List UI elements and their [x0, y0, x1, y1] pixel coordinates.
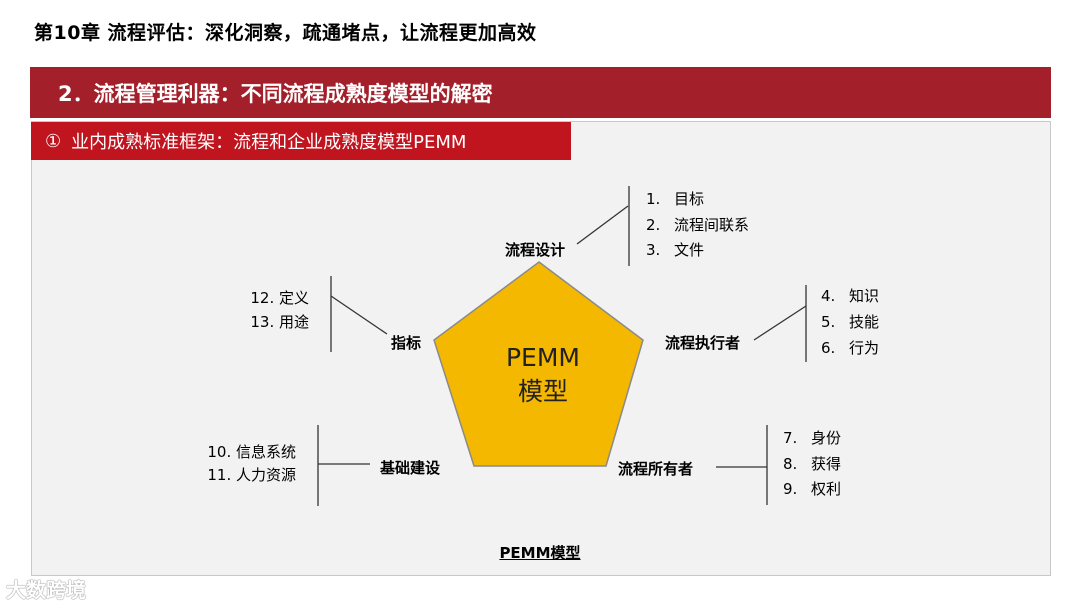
- performer-item: 4.知识: [821, 287, 880, 305]
- chapter-title: 第10章 流程评估：深化洞察，疏通堵点，让流程更加高效: [34, 22, 537, 44]
- infrastructure-item: 11. 人力资源: [207, 466, 296, 484]
- design-item: 3.文件: [646, 241, 705, 259]
- design-connector: [576, 205, 629, 245]
- metrics-connector: [330, 295, 388, 335]
- pentagon-label-line1: PEMM: [505, 343, 580, 372]
- section-banner: 2．流程管理利器：不同流程成熟度模型的解密: [30, 67, 1051, 118]
- node-label-metrics: 指标: [391, 334, 422, 352]
- metrics-item: 12. 定义: [250, 289, 309, 307]
- performer-connector: [753, 305, 807, 341]
- pentagon-label: PEMM 模型: [468, 341, 618, 409]
- pentagon-shape: [433, 261, 644, 467]
- section-title: 2．流程管理利器：不同流程成熟度模型的解密: [58, 81, 493, 106]
- sub-banner: ① 业内成熟标准框架：流程和企业成熟度模型PEMM: [31, 122, 571, 160]
- owner-item: 7.身份: [783, 429, 842, 447]
- metrics-item: 13. 用途: [250, 313, 309, 331]
- diagram-caption: PEMM模型: [0, 542, 1080, 563]
- owner-item: 8.获得: [783, 455, 842, 473]
- design-item: 2.流程间联系: [646, 216, 750, 234]
- caption-text: PEMM模型: [499, 544, 581, 562]
- node-label-owner: 流程所有者: [618, 460, 694, 478]
- performer-item: 5.技能: [821, 313, 880, 331]
- sub-title: 业内成熟标准框架：流程和企业成熟度模型PEMM: [71, 132, 467, 153]
- node-label-design: 流程设计: [505, 241, 566, 259]
- design-item: 1.目标: [646, 190, 705, 208]
- node-label-performer: 流程执行者: [665, 334, 741, 352]
- infrastructure-item: 10. 信息系统: [207, 443, 296, 461]
- performer-item: 6.行为: [821, 339, 880, 357]
- pentagon-label-line2: 模型: [517, 377, 568, 406]
- node-label-infrastructure: 基础建设: [380, 459, 441, 477]
- owner-item: 9.权利: [783, 480, 842, 498]
- watermark: 大数跨境: [6, 578, 86, 602]
- circled-number: ①: [45, 130, 62, 152]
